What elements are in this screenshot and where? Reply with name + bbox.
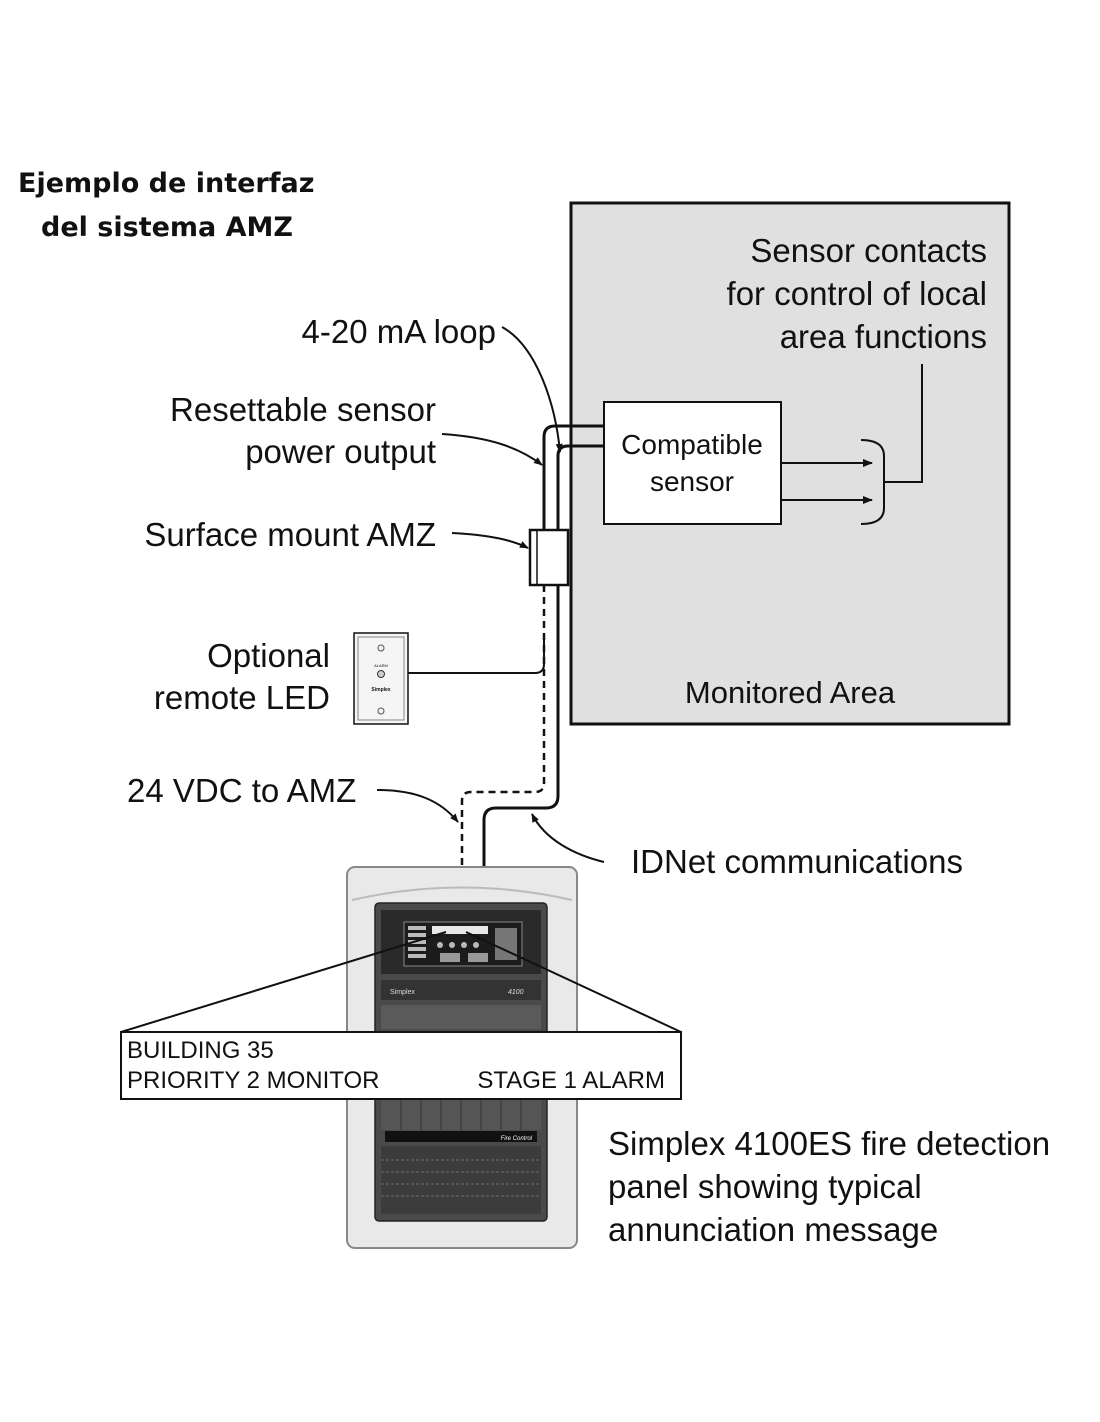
message-callout-right [465, 931, 682, 1033]
idnet-label: IDNet communications [631, 843, 963, 880]
led-indicator-icon [377, 670, 385, 678]
power-callout-arrow [441, 433, 543, 466]
sensor-contacts-line2: for control of local [727, 275, 987, 312]
panel-caption-line3: annunciation message [608, 1211, 938, 1248]
panel-caption-line1: Simplex 4100ES fire detection [608, 1125, 1050, 1162]
message-line2-left: PRIORITY 2 MONITOR [127, 1067, 379, 1094]
panel-caption-line2: panel showing typical [608, 1168, 922, 1205]
remote-led-plate-inner [357, 636, 405, 721]
plate-text-alarm: ALARM [374, 663, 388, 668]
power-label-line1: Resettable sensor [170, 391, 436, 428]
panel-model-text: 4100 [508, 989, 524, 996]
monitored-area-label: Monitored Area [685, 675, 896, 710]
message-line1: BUILDING 35 [127, 1037, 274, 1064]
annunciation-message-box [120, 1031, 682, 1100]
loop-callout-arrow [501, 326, 563, 453]
surface-mount-amz-module [528, 528, 570, 587]
idnet-wire [482, 585, 560, 868]
contact-callout-line [884, 364, 923, 483]
power-label-line2: power output [245, 433, 436, 470]
loop-wire-outer [542, 424, 604, 530]
amz-callout-arrow [451, 532, 529, 549]
remote-led-label-line1: Optional [207, 637, 330, 674]
loop-label: 4-20 mA loop [302, 313, 496, 350]
plate-text-brand: Simplex [371, 687, 390, 693]
panel-strip-text: Fire Control [501, 1136, 533, 1142]
sensor-label-line2: sensor [650, 466, 734, 497]
remote-led-plate [353, 632, 409, 725]
remote-led-wire [408, 640, 545, 674]
sensor-contacts-line1: Sensor contacts [750, 232, 987, 269]
panel-brand-text: Simplex [390, 989, 415, 996]
sensor-label-line1: Compatible [621, 429, 763, 460]
vdc-label: 24 VDC to AMZ [127, 772, 356, 809]
sensor-contacts-line3: area functions [780, 318, 987, 355]
vdc-callout-arrow [376, 789, 459, 823]
remote-led-label-line2: remote LED [154, 679, 330, 716]
compatible-sensor-box [603, 401, 782, 525]
amz-label: Surface mount AMZ [144, 516, 436, 553]
message-line2-right: STAGE 1 ALARM [477, 1067, 665, 1094]
vdc-dashed-wire [460, 585, 546, 868]
diagram-title-line2: del sistema AMZ [41, 212, 293, 243]
plate-screw-bottom-icon [377, 707, 385, 715]
diagram-title-line1: Ejemplo de interfaz [18, 168, 314, 199]
message-callout-left [120, 931, 447, 1033]
idnet-callout-arrow [531, 813, 605, 863]
plate-screw-top-icon [377, 644, 385, 652]
